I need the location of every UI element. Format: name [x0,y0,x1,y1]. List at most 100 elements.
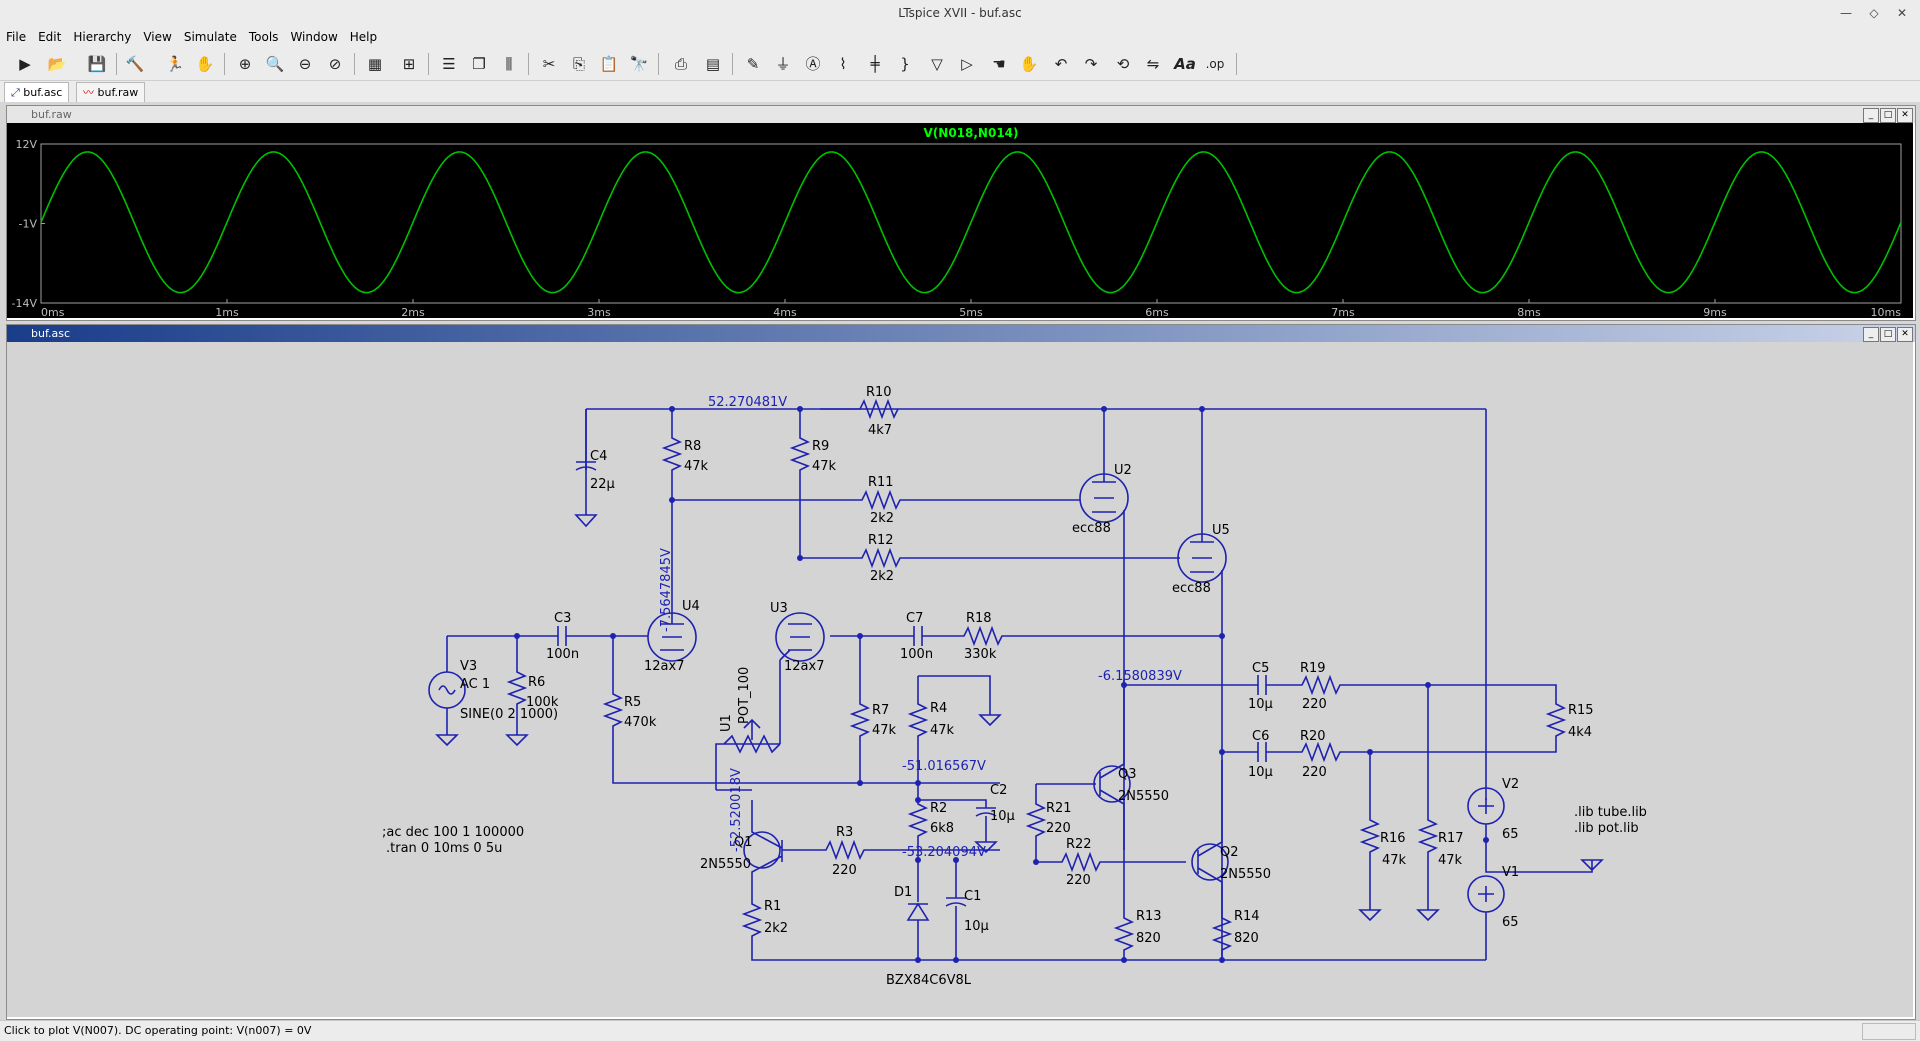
tile-vertical-icon[interactable]: ⫼ [505,55,513,73]
mirror-icon[interactable]: ⇋ [1146,55,1160,73]
maximize-icon[interactable]: □ [1880,327,1896,342]
label-C7: C7 [906,611,923,626]
tab-buf-asc[interactable]: ⤢ buf.asc [4,82,70,102]
trace-label[interactable]: V(N018,N014) [924,126,1019,140]
menu-window[interactable]: Window [290,30,338,44]
status-text: Click to plot V(N007). DC operating poin… [4,1024,312,1037]
minimize-icon[interactable]: — [1840,6,1852,20]
directive-ac[interactable]: ;ac dec 100 1 100000 [382,825,524,840]
tab-buf-raw[interactable]: 〰 buf.raw [76,82,146,102]
value-R13: 820 [1136,931,1161,946]
value-R20: 220 [1302,765,1327,780]
move-icon[interactable]: ☚ [992,55,1006,73]
directive-tran[interactable]: .tran 0 10ms 0 5u [386,841,502,856]
menu-edit[interactable]: Edit [38,30,62,44]
value-C3: 100n [546,647,579,662]
menu-tools[interactable]: Tools [248,30,279,44]
zoom-in-icon[interactable]: ⊕ [238,55,252,73]
tile-horizontal-icon[interactable]: ☰ [442,55,456,73]
y-tick-label: -1V [19,218,38,231]
restore-icon[interactable]: ◇ [1869,6,1879,20]
label-net-icon[interactable]: Ⓐ [805,55,821,73]
directive-lib-tube[interactable]: .lib tube.lib [1574,805,1647,820]
autorange-icon[interactable]: ▦ [367,55,383,73]
cut-icon[interactable]: ✂ [542,55,556,73]
minimize-icon[interactable]: _ [1863,108,1879,123]
value-C1: 10µ [964,919,989,934]
label-R13: R13 [1136,909,1162,924]
open-icon[interactable]: 📂 [47,55,67,73]
label-R19: R19 [1300,661,1326,676]
wire-icon[interactable]: ✎ [746,55,760,73]
value-R22: 220 [1066,873,1091,888]
zoom-area-icon[interactable]: 🔍 [265,55,285,73]
print-preview-icon[interactable]: ▤ [705,55,721,73]
label-R18: R18 [966,611,992,626]
directive-lib-pot[interactable]: .lib pot.lib [1574,821,1639,836]
value-Q3: 2N5550 [1118,789,1169,804]
component-icon[interactable]: ▷ [961,55,973,73]
value-R11: 2k2 [870,511,894,526]
value-V2: 65 [1502,827,1519,842]
value-C4: 22µ [590,477,615,492]
maximize-icon[interactable]: □ [1880,108,1896,123]
grid-icon[interactable]: ⊞ [402,55,416,73]
label-R17: R17 [1438,831,1464,846]
hand-icon[interactable]: ✋ [195,55,215,73]
menu-view[interactable]: View [143,30,172,44]
x-tick-label: 7ms [1331,306,1355,318]
menu-file[interactable]: File [6,30,27,44]
value-C6: 10µ [1248,765,1273,780]
x-tick-label: 2ms [401,306,425,318]
menu-simulate[interactable]: Simulate [183,30,237,44]
find-icon[interactable]: 🔭 [629,55,649,73]
inductor-icon[interactable]: } [900,55,910,73]
minimize-icon[interactable]: _ [1863,327,1879,342]
menu-help[interactable]: Help [349,30,378,44]
control-panel-icon[interactable]: 🔨 [125,55,145,73]
close-icon[interactable]: ✕ [1896,6,1908,20]
print-icon[interactable]: ⎙ [674,55,687,73]
save-icon[interactable]: 💾 [87,55,107,73]
label-U2: U2 [1114,463,1132,478]
menu-hierarchy[interactable]: Hierarchy [73,30,132,44]
undo-icon[interactable]: ↶ [1054,55,1068,73]
zoom-cancel-icon[interactable]: ⊘ [328,55,342,73]
drag-icon[interactable]: ✋ [1019,55,1039,73]
text-icon[interactable]: Aa [1174,55,1196,73]
value-R12: 2k2 [870,569,894,584]
close-icon[interactable]: ✕ [1897,108,1913,123]
diode-icon[interactable]: ▽ [931,55,943,73]
title-bar: LTspice XVII - buf.asc — ◇ ✕ [0,0,1920,27]
net-voltage-r4: -51.016567V [902,759,986,774]
close-icon[interactable]: ✕ [1897,327,1913,342]
x-tick-label: 1ms [215,306,239,318]
x-tick-label: 6ms [1145,306,1169,318]
value-D1: BZX84C6V8L [886,973,972,988]
label-C4: C4 [590,449,607,464]
paste-icon[interactable]: 📋 [599,55,619,73]
value-R10: 4k7 [868,423,892,438]
value-R15: 4k4 [1568,725,1592,740]
value-R1: 2k2 [764,921,788,936]
zoom-out-icon[interactable]: ⊖ [298,55,312,73]
resistor-icon[interactable]: ⌇ [839,55,847,73]
trace-v-n018-n014[interactable] [40,151,1902,294]
ground-icon[interactable]: ⏚ [775,55,791,73]
cascade-icon[interactable]: ❐ [472,55,486,73]
halt-icon[interactable]: 🏃 [165,55,185,73]
copy-icon[interactable]: ⎘ [572,55,585,73]
value-R18: 330k [964,647,997,662]
run-icon[interactable]: ▶ [19,55,31,73]
rotate-icon[interactable]: ⟲ [1116,55,1130,73]
capacitor-icon[interactable]: ╪ [870,55,880,73]
spice-directive-icon[interactable]: .op [1205,57,1225,71]
waveform-window-caption: buf.raw _ □ ✕ [7,106,1915,123]
value-R4: 47k [930,723,955,738]
schematic-canvas[interactable]: R10 4k7 R8 47k R9 47k C4 22µ R11 2k2 R12… [7,342,1913,1017]
label-R20: R20 [1300,729,1326,744]
value-U5: ecc88 [1172,581,1211,596]
redo-icon[interactable]: ↷ [1084,55,1098,73]
label-U5: U5 [1212,523,1230,538]
